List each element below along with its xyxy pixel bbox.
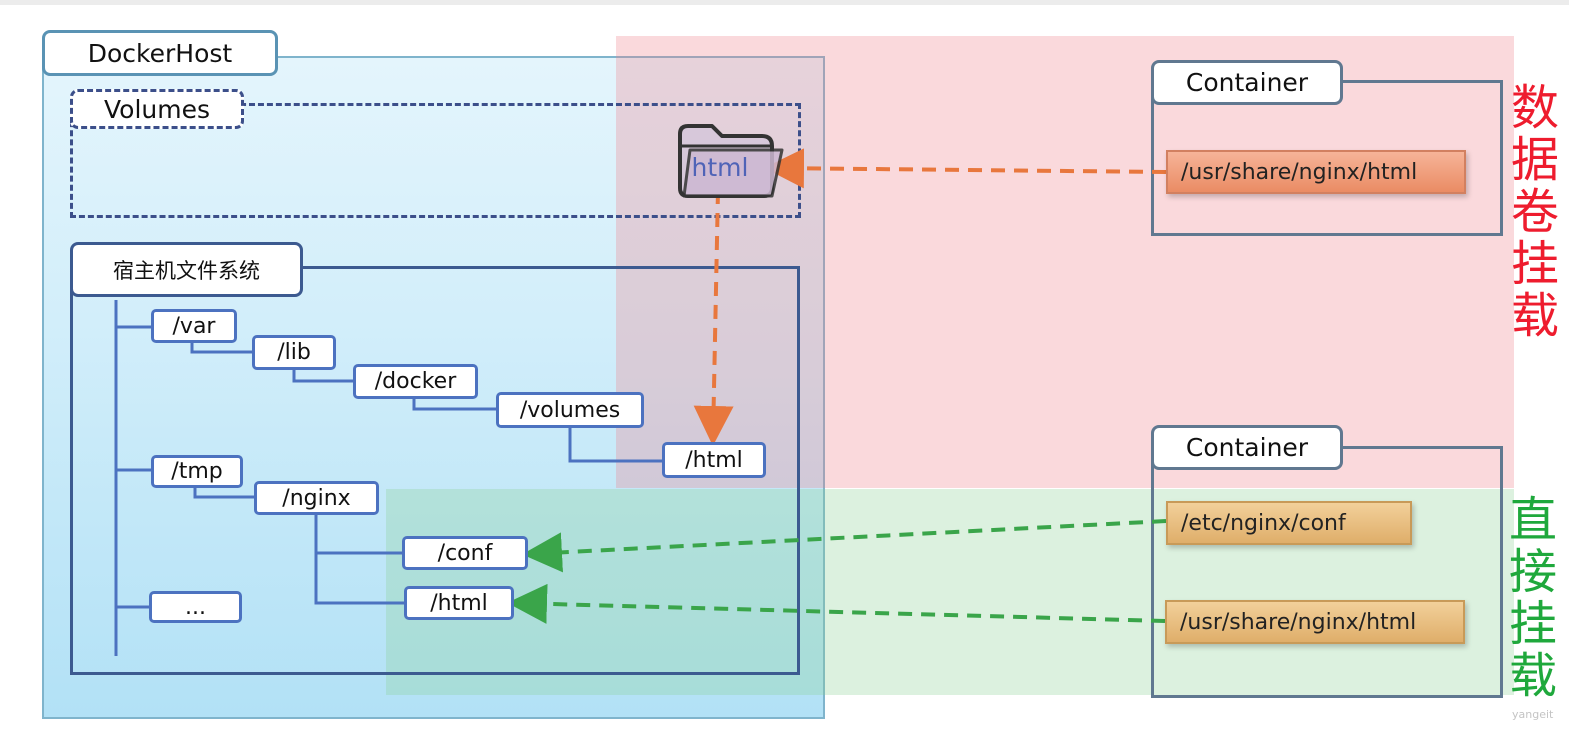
dir-nginx-html: /html [404, 586, 514, 620]
dir-conf: /conf [402, 536, 528, 570]
volume-mount-char: 数 [1510, 80, 1559, 136]
host-filesystem-title: 宿主机文件系统 [113, 258, 260, 283]
container-top-title: Container [1185, 68, 1309, 97]
volume-mount-char: 载 [1510, 288, 1559, 344]
dir-tmp: /tmp [151, 455, 243, 488]
volumes-title: Volumes [103, 94, 210, 124]
watermark: yangeit [1512, 708, 1554, 721]
volume-folder-label: html [691, 153, 749, 182]
volume-mount-zone [616, 36, 1514, 488]
bind-mount-char: 接 [1508, 544, 1557, 600]
container-conf-path: /etc/nginx/conf [1166, 501, 1412, 545]
bind-mount-char: 直 [1508, 492, 1557, 548]
docker-host-label: DockerHost [42, 30, 278, 76]
volume-mount-char: 据 [1510, 132, 1559, 188]
dir-more: ... [149, 591, 242, 623]
bind-mount-char: 挂 [1508, 596, 1557, 652]
dir-nginx: /nginx [254, 481, 379, 515]
volume-mount-char: 卷 [1510, 184, 1559, 240]
host-filesystem-label: 宿主机文件系统 [70, 242, 303, 297]
container-bottom-label: Container [1151, 425, 1343, 470]
dir-lib: /lib [252, 335, 336, 370]
container-html-path: /usr/share/nginx/html [1165, 600, 1465, 644]
bind-arrows [507, 519, 1167, 624]
container-top-label: Container [1151, 60, 1343, 105]
dir-var: /var [151, 309, 237, 343]
host-filesystem-box [70, 266, 800, 675]
folder-icon [678, 124, 784, 198]
docker-host-title: DockerHost [87, 38, 233, 68]
container-volume-path: /usr/share/nginx/html [1166, 150, 1466, 194]
bind-mount-label: 直 接 挂 载 [1503, 494, 1563, 702]
volume-mount-label: 数 据 卷 挂 载 [1505, 82, 1565, 342]
top-strip [0, 0, 1569, 5]
volume-mount-char: 挂 [1510, 236, 1559, 292]
dir-volumes: /volumes [496, 392, 644, 428]
volumes-label: Volumes [70, 89, 244, 129]
volume-arrows [693, 148, 1167, 446]
dir-docker: /docker [353, 364, 478, 399]
container-bottom-title: Container [1185, 433, 1309, 462]
dir-volume-html: /html [662, 442, 766, 478]
tree-lines [114, 300, 662, 656]
bind-mount-char: 载 [1508, 648, 1557, 704]
